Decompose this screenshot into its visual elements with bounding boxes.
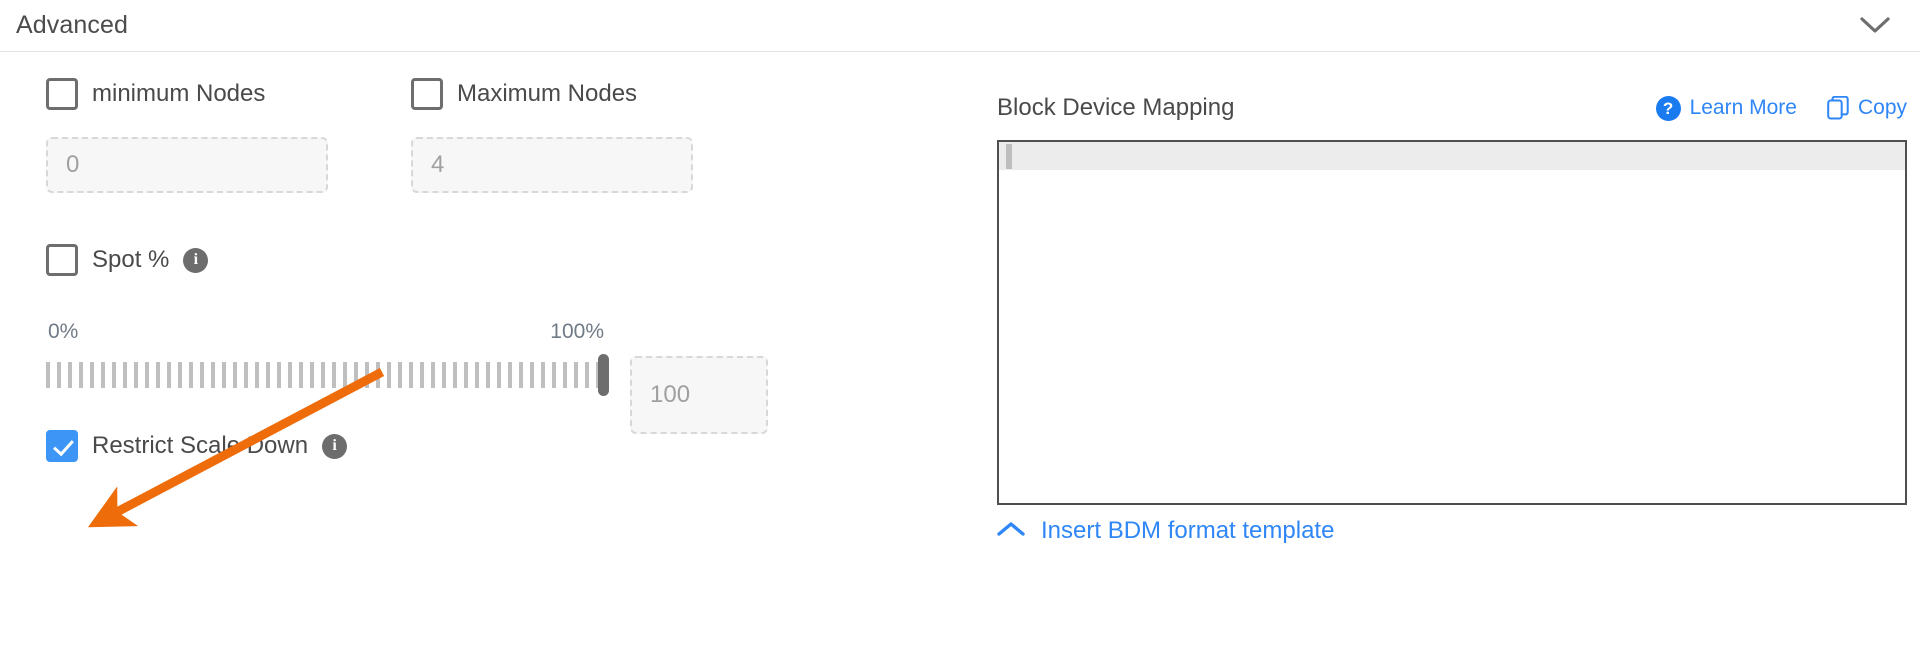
restrict-scale-down-checkbox-row[interactable]: Restrict Scale Down i (46, 430, 348, 462)
nodes-row: minimum Nodes 0 Maximum Nodes 4 (46, 78, 976, 193)
chevron-up-icon (997, 521, 1025, 542)
maximum-nodes-input[interactable]: 4 (411, 137, 693, 193)
bdm-title: Block Device Mapping (997, 94, 1235, 121)
spot-percent-checkbox-row[interactable]: Spot % i (46, 244, 209, 276)
maximum-nodes-checkbox[interactable] (411, 78, 443, 110)
bdm-actions: ? Learn More Copy (1655, 95, 1907, 121)
spot-percent-slider-block: 0% 100% 100 (46, 320, 768, 434)
minimum-nodes-label: minimum Nodes (92, 80, 266, 107)
minimum-nodes-group: minimum Nodes 0 (46, 78, 411, 193)
slider-track[interactable] (46, 354, 609, 396)
bdm-header: Block Device Mapping ? Learn More Copy (997, 88, 1907, 128)
copy-button[interactable]: Copy (1827, 96, 1907, 120)
editor-gutter-marker (1006, 144, 1012, 169)
advanced-section-header[interactable]: Advanced (0, 0, 1920, 52)
restrict-scale-down-info-icon[interactable]: i (322, 433, 348, 459)
block-device-mapping-panel: Block Device Mapping ? Learn More Copy (997, 88, 1907, 545)
collapse-section-button[interactable] (1852, 6, 1898, 46)
minimum-nodes-checkbox[interactable] (46, 78, 78, 110)
spot-percent-info-icon[interactable]: i (183, 247, 209, 273)
spot-percent-slider[interactable]: 0% 100% (46, 320, 609, 396)
chevron-down-icon (1860, 16, 1890, 35)
spot-percent-value-input[interactable]: 100 (630, 356, 768, 434)
learn-more-label: Learn More (1689, 96, 1797, 119)
question-mark-circle-icon: ? (1655, 95, 1681, 121)
copy-label: Copy (1857, 96, 1907, 119)
slider-min-label: 0% (48, 320, 79, 343)
slider-max-label: 100% (550, 320, 604, 343)
insert-bdm-template-label: Insert BDM format template (1041, 517, 1335, 544)
spot-percent-checkbox[interactable] (46, 244, 78, 276)
restrict-scale-down-label: Restrict Scale Down (92, 432, 309, 459)
minimum-nodes-checkbox-row[interactable]: minimum Nodes (46, 78, 411, 110)
learn-more-button[interactable]: ? Learn More (1655, 95, 1797, 121)
editor-active-line (999, 142, 1905, 170)
maximum-nodes-group: Maximum Nodes 4 (411, 78, 776, 193)
bdm-code-editor[interactable] (997, 140, 1907, 505)
insert-bdm-template-button[interactable]: Insert BDM format template (997, 517, 1334, 545)
maximum-nodes-label: Maximum Nodes (457, 80, 638, 107)
page-title: Advanced (16, 11, 128, 39)
spot-percent-label: Spot % (92, 246, 170, 273)
slider-thumb[interactable] (598, 354, 609, 396)
maximum-nodes-checkbox-row[interactable]: Maximum Nodes (411, 78, 776, 110)
minimum-nodes-input[interactable]: 0 (46, 137, 328, 193)
slider-tick-labels: 0% 100% (46, 320, 606, 344)
restrict-scale-down-checkbox[interactable] (46, 430, 78, 462)
copy-icon (1827, 96, 1849, 120)
